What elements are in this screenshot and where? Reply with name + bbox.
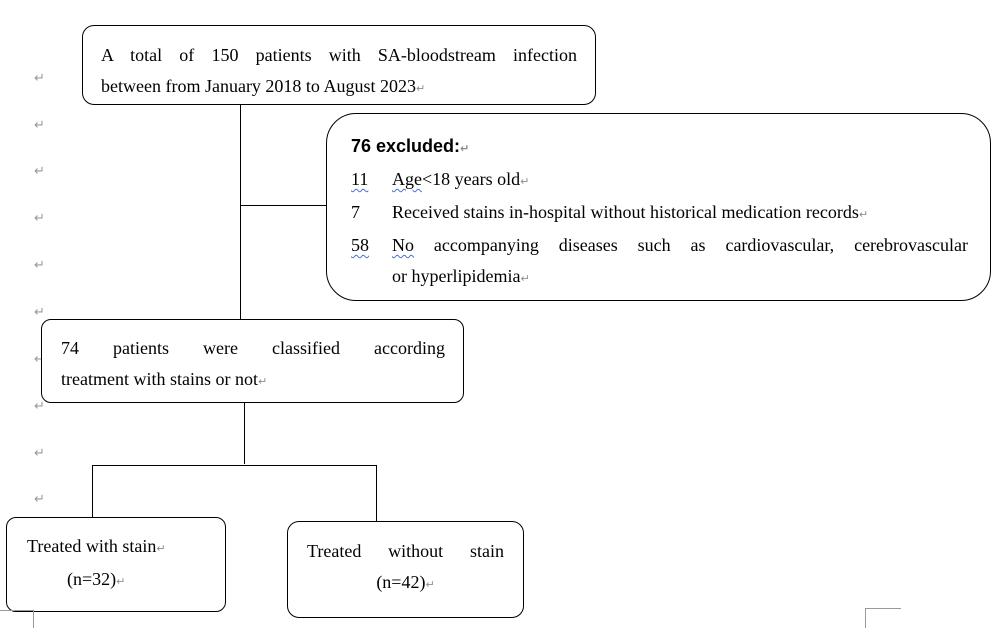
excluded-item-stains: 7 Received stains in-hospital without hi… bbox=[351, 202, 869, 222]
paragraph-mark: ↵ bbox=[34, 492, 45, 507]
connector-right-branch bbox=[376, 465, 377, 521]
excluded-item-diseases: 58 No accompanying diseases such as card… bbox=[351, 235, 968, 255]
excluded-item-diseases-cont: or hyperlipidemia↵ bbox=[392, 266, 530, 286]
crop-mark-right bbox=[865, 608, 901, 609]
paragraph-mark: ↵ bbox=[34, 211, 45, 226]
classified-patients-box: 74 patients were classified according tr… bbox=[41, 319, 464, 403]
treated-without-stain-count: (n=42)↵ bbox=[376, 572, 435, 592]
excluded-item-age: 11 Age<18 years old↵ bbox=[351, 169, 530, 189]
paragraph-mark: ↵ bbox=[34, 118, 45, 133]
excluded-box: 76 excluded:↵ 11 Age<18 years old↵ 7 Rec… bbox=[326, 113, 991, 301]
paragraph-mark: ↵ bbox=[34, 352, 45, 367]
classified-line2: treatment with stains or not↵ bbox=[61, 369, 268, 389]
connector-top-vertical bbox=[240, 104, 241, 320]
treated-with-stain-count: (n=32)↵ bbox=[67, 569, 126, 589]
paragraph-mark: ↵ bbox=[34, 446, 45, 461]
treated-with-stain-box: Treated with stain↵ (n=32)↵ bbox=[6, 517, 226, 612]
connector-left-branch bbox=[92, 465, 93, 517]
classified-line1: 74 patients were classified according bbox=[61, 338, 445, 358]
treated-with-stain-label: Treated with stain↵ bbox=[27, 536, 166, 556]
connector-split-horizontal bbox=[92, 465, 377, 466]
total-patients-line1: A total of 150 patients with SA-bloodstr… bbox=[101, 45, 577, 65]
total-patients-box: A total of 150 patients with SA-bloodstr… bbox=[82, 25, 596, 105]
total-patients-line2: between from January 2018 to August 2023… bbox=[101, 76, 426, 96]
connector-middle-vertical bbox=[244, 402, 245, 464]
connector-to-excluded bbox=[240, 205, 327, 206]
paragraph-mark: ↵ bbox=[34, 305, 45, 320]
excluded-title: 76 excluded:↵ bbox=[351, 136, 470, 156]
treated-without-stain-label: Treated without stain bbox=[307, 541, 504, 561]
paragraph-mark: ↵ bbox=[34, 164, 45, 179]
crop-mark-left bbox=[33, 610, 34, 628]
paragraph-mark: ↵ bbox=[34, 71, 45, 86]
treated-without-stain-box: Treated without stain (n=42)↵ bbox=[287, 521, 524, 618]
paragraph-mark: ↵ bbox=[34, 399, 45, 414]
crop-mark-left bbox=[0, 610, 34, 611]
paragraph-mark: ↵ bbox=[34, 258, 45, 273]
crop-mark-right bbox=[865, 608, 866, 628]
